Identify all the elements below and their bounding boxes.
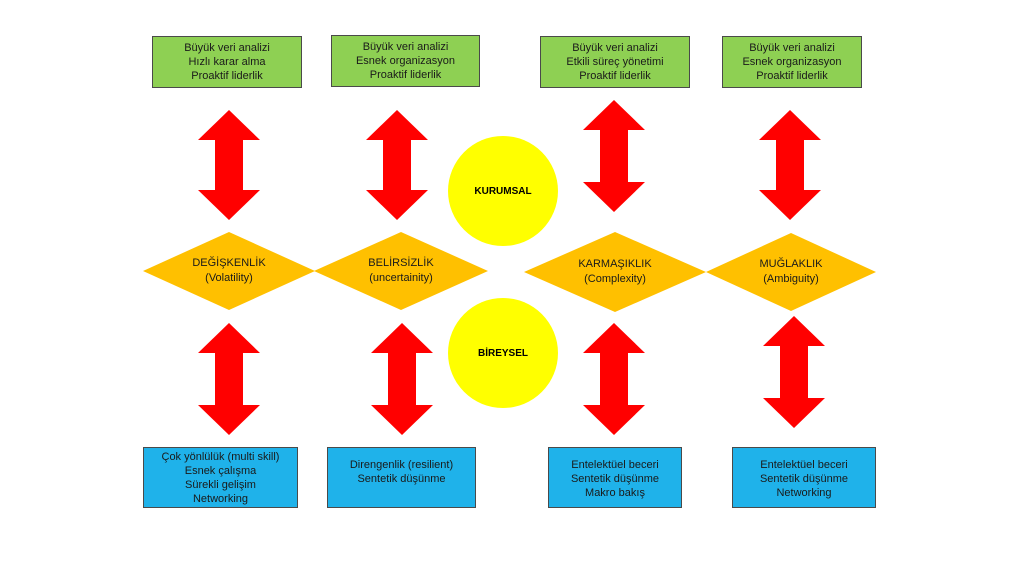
diamond-shape (706, 233, 876, 311)
org-strategy-box-2: Büyük veri analizi Esnek organizasyon Pr… (331, 35, 480, 87)
volatility-diamond: DEĞİŞKENLİK (Volatility) (143, 232, 315, 310)
factor-english: (Ambiguity) (763, 273, 819, 285)
org-strategy-box-3: Büyük veri analizi Etkili süreç yönetimi… (540, 36, 690, 88)
org-strategy-line: Etkili süreç yönetimi (566, 56, 664, 68)
personal-skill-line: Sentetik düşünme (759, 473, 849, 485)
personal-skill-line: Entelektüel beceri (760, 459, 848, 471)
personal-skills-box-3: Entelektüel beceri Sentetik düşünme Makr… (548, 447, 682, 508)
double-arrow-up-1 (198, 110, 260, 220)
double-arrow-down-3 (583, 323, 645, 435)
double-arrow-down-2 (371, 323, 433, 435)
diamond-shape (314, 232, 488, 310)
bireysel-label: BİREYSEL (477, 347, 528, 359)
personal-skills-box-4: Entelektüel beceri Sentetik düşünme Netw… (732, 447, 876, 508)
personal-skill-line: Sentetik düşünme (570, 473, 660, 485)
double-arrow-down-1 (198, 323, 260, 435)
org-strategy-line: Proaktif liderlik (579, 70, 651, 82)
bireysel-circle: BİREYSEL (448, 298, 558, 408)
org-strategy-line: Büyük veri analizi (362, 41, 449, 53)
org-strategy-box-4: Büyük veri analizi Esnek organizasyon Pr… (722, 36, 862, 88)
org-strategy-line: Esnek organizasyon (355, 55, 456, 67)
personal-skill-line: Sentetik düşünme (357, 473, 446, 485)
factor-name: MUĞLAKLIK (759, 258, 823, 270)
complexity-diamond: KARMAŞIKLIK (Complexity) (524, 232, 706, 312)
factor-english: (uncertainity) (369, 272, 433, 284)
personal-skill-line: Entelektüel beceri (571, 459, 659, 471)
org-strategy-line: Esnek organizasyon (742, 56, 842, 68)
kurumsal-label: KURUMSAL (474, 185, 532, 197)
personal-skill-line: Sürekli gelişim (185, 479, 256, 491)
org-strategy-box-1: Büyük veri analizi Hızlı karar alma Proa… (152, 36, 302, 88)
factor-english: (Complexity) (584, 273, 646, 285)
factor-name: DEĞİŞKENLİK (192, 257, 266, 269)
double-arrow-up-3 (583, 100, 645, 212)
personal-skill-line: Networking (776, 487, 832, 499)
factor-name: BELİRSİZLİK (368, 257, 434, 269)
kurumsal-circle: KURUMSAL (448, 136, 558, 246)
factor-name: KARMAŞIKLIK (578, 258, 652, 270)
diamond-shape (524, 232, 706, 312)
personal-skills-box-2: Direngenlik (resilient) Sentetik düşünme (327, 447, 476, 508)
org-strategy-line: Hızlı karar alma (188, 56, 266, 68)
personal-skill-line: Direngenlik (resilient) (349, 459, 454, 471)
personal-skill-line: Makro bakış (585, 487, 645, 499)
ambiguity-diamond: MUĞLAKLIK (Ambiguity) (706, 233, 876, 311)
double-arrow-down-4 (763, 316, 825, 428)
personal-skill-line: Networking (192, 493, 249, 505)
personal-skill-line: Esnek çalışma (184, 465, 257, 477)
org-strategy-line: Büyük veri analizi (184, 42, 270, 54)
double-arrow-up-4 (759, 110, 821, 220)
factor-english: (Volatility) (205, 272, 253, 284)
org-strategy-line: Büyük veri analizi (572, 42, 658, 54)
org-strategy-line: Proaktif liderlik (191, 70, 263, 82)
personal-skill-line: Çok yönlülük (multi skill) (161, 451, 280, 463)
uncertainty-diamond: BELİRSİZLİK (uncertainity) (314, 232, 488, 310)
org-strategy-line: Büyük veri analizi (749, 42, 835, 54)
org-strategy-line: Proaktif liderlik (756, 70, 828, 82)
double-arrow-up-2 (366, 110, 428, 220)
org-strategy-line: Proaktif liderlik (369, 69, 442, 81)
diamond-shape (143, 232, 315, 310)
personal-skills-box-1: Çok yönlülük (multi skill) Esnek çalışma… (143, 447, 298, 508)
